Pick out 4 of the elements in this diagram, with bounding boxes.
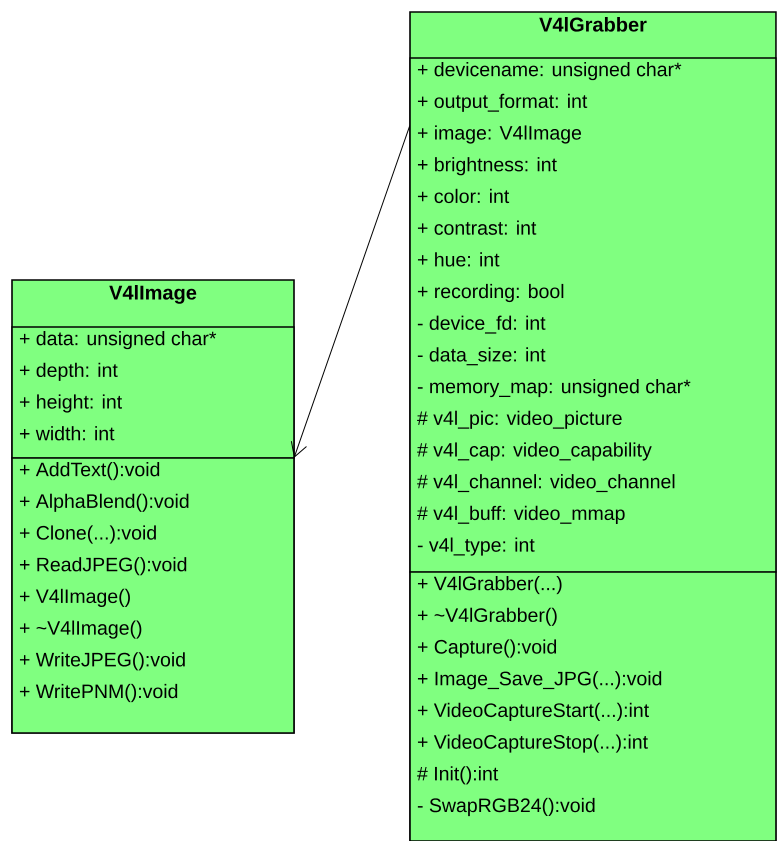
- compartment-box: + data: unsigned char* + depth: int + height: int + width: int: [11, 326, 295, 459]
- association-arrow: [290, 124, 410, 458]
- compartment-box: + devicename: unsigned char* + output_format: int + image: V4lImage + brightness: int + color: int + contrast: int + hue: int + recording: bool - device_fd: int - data_size: int - memory_map: unsigned char* # v4l_pic: video_picture # v4l_cap: video_capability # v4l_channel: video_channel # v4l_buff: video_mmap - v4l_type: int: [409, 57, 777, 573]
- compartment-box: + V4lGrabber(...) + ~V4lGrabber() + Capture():void + Image_Save_JPG(...):void + VideoCaptureStart(...):int + VideoCaptureStop(...):int # Init():int - SwapRGB24():void: [409, 571, 777, 841]
